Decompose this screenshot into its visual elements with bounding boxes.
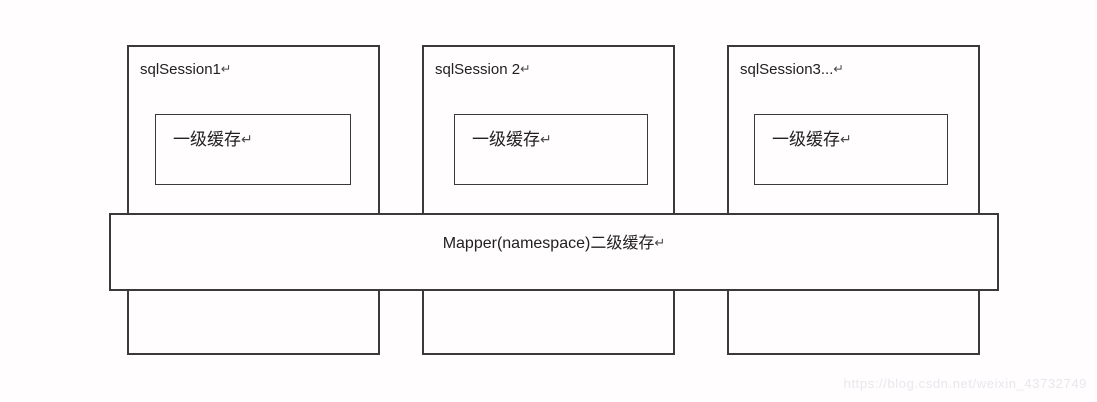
paragraph-return-mark: ↵ — [833, 62, 844, 77]
sqlsession2-title: sqlSession 2↵ — [435, 61, 530, 78]
first-level-cache-box-2: 一级缓存↵ — [454, 114, 648, 185]
sqlsession1-title: sqlSession1↵ — [140, 61, 231, 78]
sqlsession1-box: sqlSession1↵ 一级缓存↵ — [127, 45, 380, 355]
second-level-cache-band: Mapper(namespace)二级缓存↵ — [109, 213, 999, 291]
paragraph-return-mark: ↵ — [241, 131, 253, 148]
paragraph-return-mark: ↵ — [840, 131, 852, 148]
first-level-cache-box-3: 一级缓存↵ — [754, 114, 948, 185]
first-level-cache-label-3: 一级缓存 — [772, 130, 840, 149]
second-level-cache-label: Mapper(namespace)二级缓存 — [442, 235, 655, 252]
sqlsession3-box: sqlSession3...↵ 一级缓存↵ — [727, 45, 980, 355]
paragraph-return-mark: ↵ — [220, 62, 232, 77]
paragraph-return-mark: ↵ — [540, 131, 552, 148]
sqlsession2-box: sqlSession 2↵ 一级缓存↵ — [422, 45, 675, 355]
paragraph-return-mark: ↵ — [520, 62, 531, 77]
sqlsession1-title-text: sqlSession1 — [140, 61, 221, 78]
sqlsession2-title-text: sqlSession 2 — [435, 61, 521, 78]
paragraph-return-mark: ↵ — [654, 235, 666, 251]
watermark-url: https://blog.csdn.net/weixin_43732749 — [843, 376, 1087, 391]
first-level-cache-box-1: 一级缓存↵ — [155, 114, 351, 185]
sqlsession3-title-text: sqlSession3... — [740, 61, 834, 78]
sqlsession3-title: sqlSession3...↵ — [740, 61, 844, 78]
first-level-cache-label-1: 一级缓存 — [173, 130, 241, 149]
first-level-cache-label-2: 一级缓存 — [472, 130, 540, 149]
